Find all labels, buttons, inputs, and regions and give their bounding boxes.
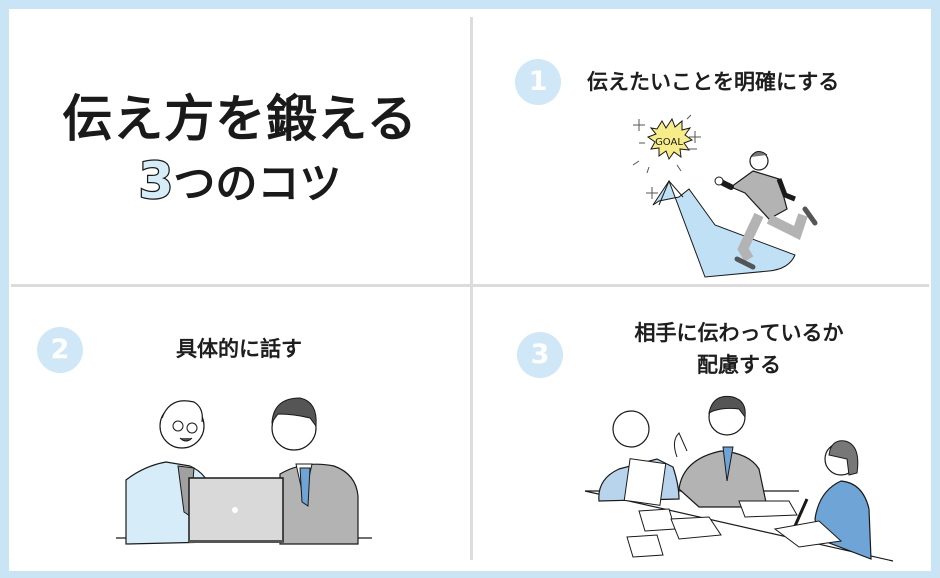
title-line-1: 伝え方を鍛える — [62, 90, 418, 148]
horizontal-divider — [11, 284, 929, 287]
tip-3-badge: 3 — [517, 332, 563, 378]
tip-2-heading: 具体的に話す — [176, 337, 302, 361]
goal-label: GOAL — [655, 137, 683, 148]
infographic-card: 伝え方を鍛える 3つのコツ 1 伝えたいことを明確にする GOAL — [9, 9, 931, 571]
vertical-divider — [470, 17, 473, 560]
title-line-2: 3つのコツ — [9, 152, 471, 212]
tip-1-heading: 伝えたいことを明確にする — [587, 70, 840, 94]
tip-3-heading-line-1: 相手に伝わっているか — [634, 321, 844, 345]
tip-3-heading-line-2: 配慮する — [697, 353, 781, 377]
title-number: 3 — [137, 152, 174, 211]
two-colleagues-laptop-illustration — [116, 397, 372, 545]
tip-1-badge: 1 — [515, 59, 561, 105]
running-businessman-goal-illustration: GOAL — [632, 114, 818, 278]
main-title: 伝え方を鍛える 3つのコツ — [9, 87, 471, 212]
meeting-table-illustration — [584, 395, 894, 562]
title-line-2-text: つのコツ — [173, 159, 342, 208]
tip-3-heading: 相手に伝わっているか 配慮する — [589, 317, 889, 381]
tip-2-badge: 2 — [37, 327, 83, 373]
